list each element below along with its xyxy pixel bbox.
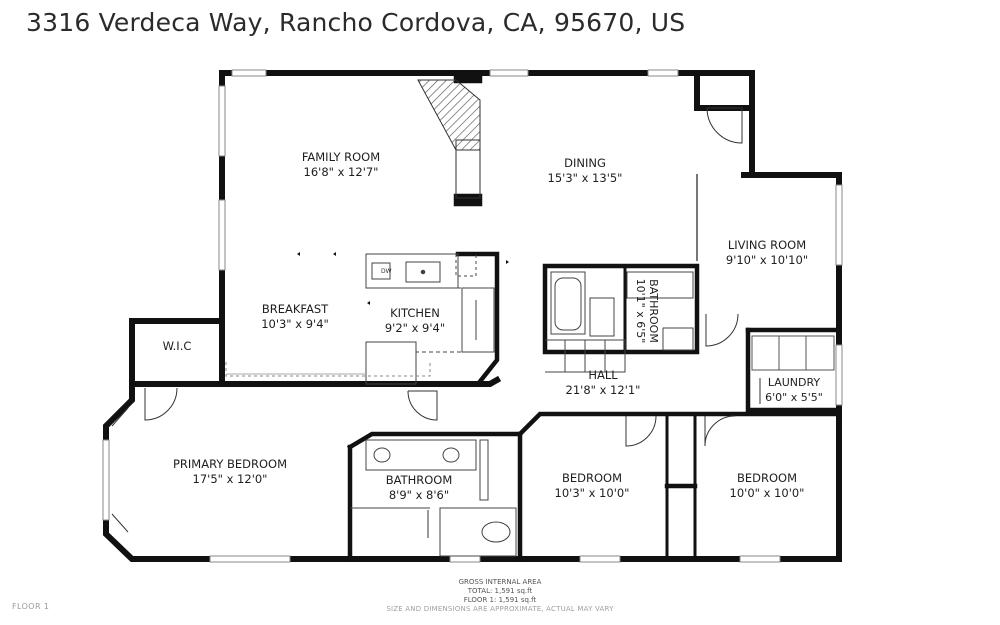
room-dimensions: 10'0" x 10'0" [729,486,805,500]
room-dimensions: 10'1" x 6'5" [634,278,647,344]
area-floor: FLOOR 1: 1,591 sq.ft [463,596,537,604]
room-name: BREAKFAST [261,302,329,316]
room-dimensions: 16'8" x 12'7" [303,165,379,179]
room-breakfast: BREAKFAST 10'3" x 9'4" [261,302,329,332]
area-summary: GROSS INTERNAL AREA TOTAL: 1,591 sq.ft F… [386,578,613,614]
room-primary-bathroom: BATHROOM 8'9" x 8'6" [386,473,453,503]
room-name: PRIMARY BEDROOM [172,457,288,471]
room-name: KITCHEN [390,306,440,320]
room-dimensions: 9'2" x 9'4" [384,321,446,335]
floor-label: FLOOR 1 [12,602,50,611]
kitchen-fixtures [365,253,495,385]
room-bedroom-2: BEDROOM 10'3" x 10'0" [555,471,630,501]
door-swings [111,107,761,538]
room-hall-bathroom: BATHROOM 10'1" x 6'5" [634,279,660,344]
room-living-room: LIVING ROOM 9'10" x 10'10" [726,238,808,268]
windows [102,69,843,563]
room-name: LAUNDRY [767,376,821,389]
room-name: BATHROOM [385,473,453,487]
disclaimer: SIZE AND DIMENSIONS ARE APPROXIMATE, ACT… [386,605,614,613]
room-dimensions: 17'5" x 12'0" [192,472,268,486]
room-wic: W.I.C [163,339,192,354]
room-dimensions: 9'10" x 10'10" [725,253,809,267]
room-family-room: FAMILY ROOM 16'8" x 12'7" [302,150,380,180]
dishwasher-label: DW [381,268,392,275]
room-hall: HALL 21'8" x 12'1" [566,368,641,398]
room-dimensions: 21'8" x 12'1" [565,383,641,397]
property-address: 3316 Verdeca Way, Rancho Cordova, CA, 95… [26,8,686,37]
room-primary-bedroom: PRIMARY BEDROOM 17'5" x 12'0" [173,457,287,487]
room-kitchen: KITCHEN 9'2" x 9'4" [385,306,445,336]
room-bedroom-3: BEDROOM 10'0" x 10'0" [730,471,805,501]
room-dimensions: 10'3" x 9'4" [261,317,329,331]
interior-walls [346,70,842,562]
fireplace-hatch [417,79,481,151]
bath-fixtures [545,271,694,373]
room-name: BATHROOM [647,279,660,343]
room-name: BEDROOM [561,471,623,485]
area-total: TOTAL: 1,591 sq.ft [467,587,533,595]
room-dimensions: 8'9" x 8'6" [388,488,450,502]
room-name: DINING [564,156,606,170]
room-name: W.I.C [162,339,192,353]
area-title: GROSS INTERNAL AREA [458,578,542,586]
room-dimensions: 10'3" x 10'0" [554,486,630,500]
room-name: HALL [588,368,618,382]
room-dining: DINING 15'3" x 13'5" [548,156,623,186]
room-laundry: LAUNDRY 6'0" x 5'5" [765,375,823,405]
room-dimensions: 15'3" x 13'5" [547,171,623,185]
room-name: LIVING ROOM [727,238,807,252]
room-name: BEDROOM [736,471,798,485]
room-dimensions: 6'0" x 5'5" [765,391,823,404]
room-name: FAMILY ROOM [301,150,381,164]
